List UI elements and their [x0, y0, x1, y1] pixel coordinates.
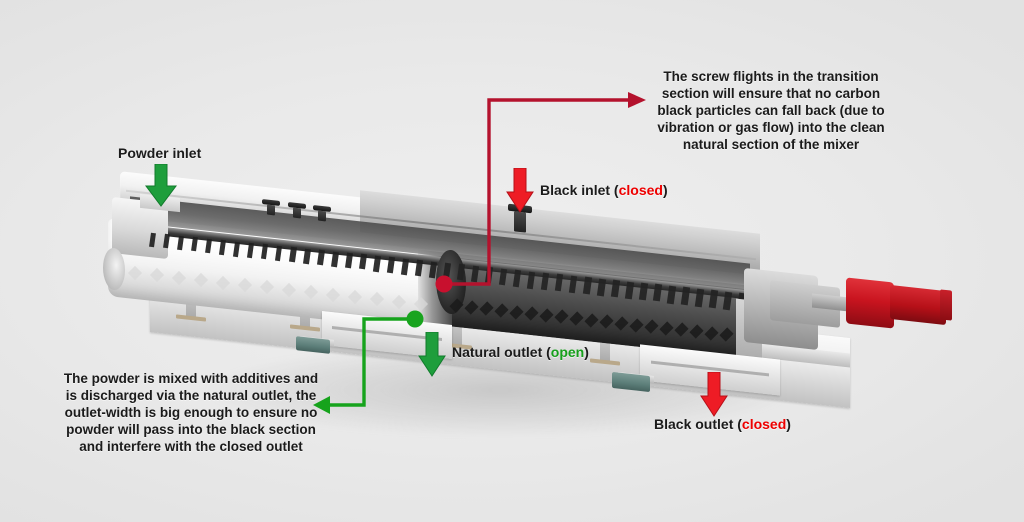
- black-outlet-status-word: closed: [741, 416, 787, 432]
- black-inlet-label: Black inlet (closed): [540, 182, 668, 198]
- green-down-arrow-natural-outlet: [418, 332, 446, 377]
- black-inlet-status-word: closed: [618, 182, 663, 198]
- powder-inlet-label: Powder inlet: [118, 145, 202, 161]
- note-line: outlet-width is big enough to ensure no: [64, 405, 318, 420]
- black-outlet-text: Black outlet: [654, 416, 734, 432]
- black-inlet-text: Black inlet: [540, 182, 611, 198]
- note-line: natural section of the mixer: [682, 137, 860, 152]
- black-inlet-status: (closed): [613, 182, 668, 198]
- note-line: is discharged via the natural outlet, th…: [65, 388, 317, 403]
- natural-outlet-text: Natural outlet: [452, 344, 543, 360]
- note-line: The powder is mixed with additives and: [63, 371, 319, 386]
- green-down-arrow-powder-inlet: [145, 164, 177, 207]
- note-line: vibration or gas flow) into the clean: [657, 120, 885, 135]
- natural-outlet-status: (open): [546, 344, 589, 360]
- note-line: powder will pass into the black section: [66, 422, 316, 437]
- note-line: The screw flights in the transition: [663, 69, 879, 84]
- note-line: section will ensure that no carbon: [661, 86, 881, 101]
- black-outlet-status: (closed): [737, 416, 791, 432]
- note-line: and interfere with the closed outlet: [79, 439, 303, 454]
- black-outlet-label: Black outlet (closed): [654, 416, 791, 432]
- powder-discharge-note: The powder is mixed with additives and i…: [58, 370, 324, 455]
- red-down-arrow-black-outlet: [700, 372, 728, 417]
- red-down-arrow-black-inlet: [506, 168, 534, 213]
- natural-outlet-label: Natural outlet (open): [452, 344, 589, 360]
- note-line: black particles can fall back (due to: [657, 103, 885, 118]
- screw-flights-note: The screw flights in the transition sect…: [648, 68, 894, 153]
- natural-outlet-status-word: open: [550, 344, 585, 360]
